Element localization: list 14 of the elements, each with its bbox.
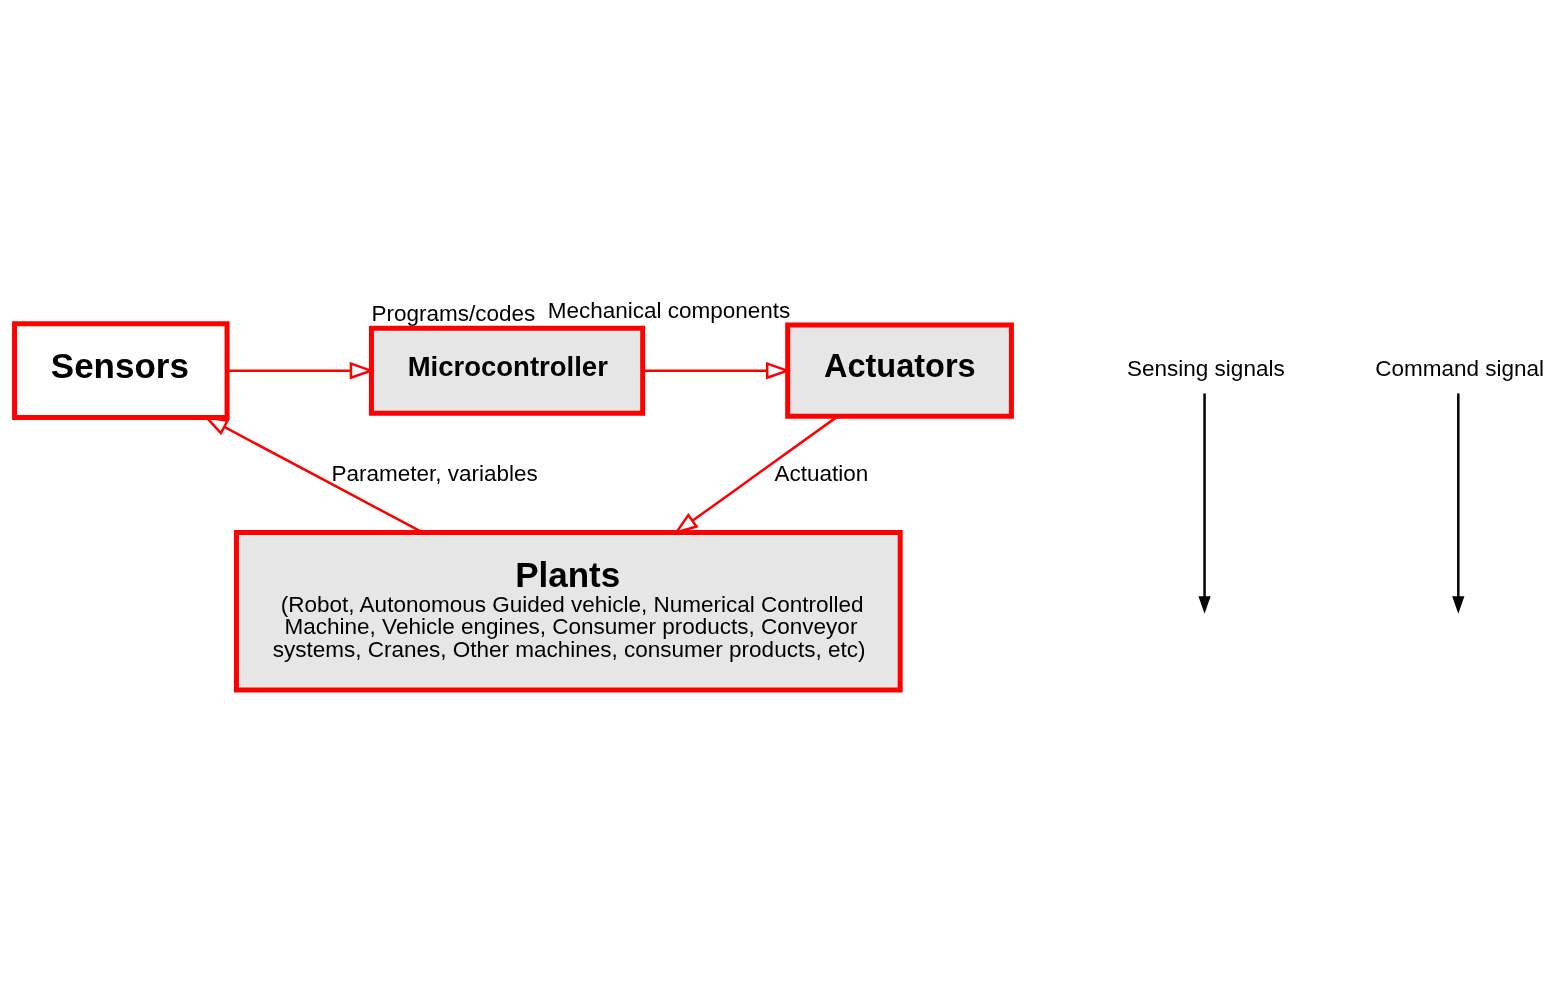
node-text: Command signal: [1375, 355, 1545, 381]
arrow: [227, 361, 375, 379]
node-text: Sensing signals: [1127, 355, 1285, 381]
node-box: Plants (Robot, Autonomous Guided vehicle, Numerical Controlled Machine, Vehicle engines, Consumer products, Conveyor systems, Cranes, Other machines, consumer products, etc): [233, 529, 903, 692]
arrow: [1198, 392, 1211, 614]
node-box: Actuators: [785, 322, 1014, 419]
arrow: [1452, 392, 1465, 614]
node-label: Programs/codes: [371, 300, 536, 326]
edge-label: Actuation: [774, 460, 869, 485]
edge-label: Parameter, variables: [331, 460, 538, 485]
node-box: Sensors: [12, 320, 230, 420]
node-box: Microcontroller: [368, 325, 646, 416]
node-label: Mechanical components: [547, 297, 791, 323]
arrow: [642, 361, 791, 379]
